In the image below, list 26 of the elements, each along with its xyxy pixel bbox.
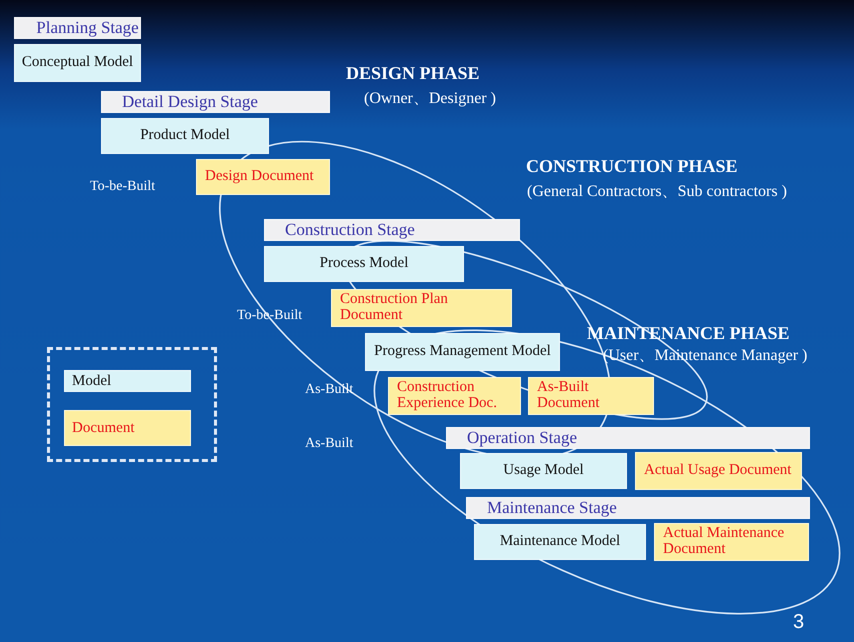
model-box: Product Model xyxy=(101,118,269,154)
model-box: Process Model xyxy=(264,246,464,282)
stage-header: Planning Stage xyxy=(14,17,141,39)
stage-header: Construction Stage xyxy=(264,219,520,241)
phase-subtitle: (General Contractors、Sub contractors ) xyxy=(527,182,787,202)
status-label: To-be-Built xyxy=(90,179,156,195)
document-box: Construction Experience Doc. xyxy=(388,377,521,415)
model-box: Maintenance Model xyxy=(474,524,646,560)
document-box: Actual Maintenance Document xyxy=(654,523,809,561)
phase-subtitle: (Owner、Designer ) xyxy=(364,89,496,109)
legend-swatch: Document xyxy=(64,410,191,446)
model-box: Progress Management Model xyxy=(365,333,560,371)
phase-title: DESIGN PHASE xyxy=(346,63,480,84)
phase-title: CONSTRUCTION PHASE xyxy=(526,156,738,177)
stage-header: Maintenance Stage xyxy=(466,497,810,519)
document-box: Actual Usage Document xyxy=(635,452,802,490)
stage-header: Detail Design Stage xyxy=(101,91,330,113)
legend-swatch: Model xyxy=(64,370,191,392)
status-label: As-Built xyxy=(305,436,354,452)
document-box: As-Built Document xyxy=(528,377,654,415)
page-number: 3 xyxy=(793,611,804,634)
model-box: Usage Model xyxy=(460,453,627,489)
document-box: Design Document xyxy=(196,159,330,195)
stage-header: Operation Stage xyxy=(446,427,810,449)
model-box: Conceptual Model xyxy=(14,44,141,82)
document-box: Construction Plan Document xyxy=(331,289,512,327)
